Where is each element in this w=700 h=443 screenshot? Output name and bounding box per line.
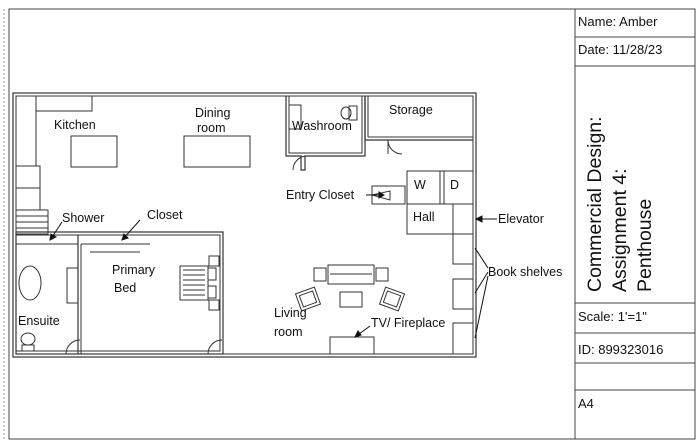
label-primary-1: Primary xyxy=(112,263,156,277)
dining-table xyxy=(183,135,251,168)
storage-door-swing xyxy=(387,139,403,155)
title-block-name: Name: Amber xyxy=(578,14,658,29)
kitchen-counter-top xyxy=(35,95,93,112)
label-washroom: Washroom xyxy=(292,119,352,133)
armchair-right xyxy=(378,286,406,312)
ensuite-toilet-icon xyxy=(20,332,36,352)
armchair-left xyxy=(294,286,322,312)
sofa xyxy=(327,264,375,285)
title-block-id: ID: 899323016 xyxy=(578,342,664,357)
title-line-1: Commercial Design: xyxy=(584,116,606,292)
bed-icon xyxy=(179,255,220,311)
sheet-border xyxy=(8,8,696,440)
stairs xyxy=(15,188,49,235)
label-hall: Hall xyxy=(413,210,435,224)
title-block-sheet-size: A4 xyxy=(578,396,594,411)
side-table-right xyxy=(375,267,389,282)
book-shelf-2 xyxy=(452,278,474,310)
ensuite-vanity xyxy=(66,267,79,304)
label-dining-2: room xyxy=(197,121,225,135)
storage-walls xyxy=(364,96,473,141)
book-shelf-1 xyxy=(452,233,474,265)
title-block-date: Date: 11/28/23 xyxy=(578,42,663,57)
label-kitchen: Kitchen xyxy=(54,118,96,132)
exterior-wall-outer xyxy=(12,92,477,358)
ensuite-door-swing xyxy=(65,339,81,355)
label-washer: W xyxy=(414,178,426,192)
coffee-table xyxy=(339,291,363,308)
label-living-1: Living xyxy=(274,306,307,320)
book-shelf-3 xyxy=(452,322,474,355)
toilet-icon xyxy=(340,105,358,121)
bedroom-door-swing xyxy=(207,339,223,355)
title-line-2: Assignment 4: xyxy=(609,168,631,292)
label-primary-2: Bed xyxy=(114,281,136,295)
label-entry-closet: Entry Closet xyxy=(286,188,355,202)
kitchen-island xyxy=(70,135,118,168)
label-shower: Shower xyxy=(62,211,104,225)
label-living-2: room xyxy=(274,325,302,339)
title-line-3: Penthouse xyxy=(634,199,656,292)
annotation-leaders xyxy=(49,191,497,339)
bedroom-walls-inner xyxy=(15,234,221,352)
elevator-box xyxy=(452,203,474,235)
side-table-left xyxy=(313,267,327,282)
label-dining-1: Dining xyxy=(195,106,230,120)
label-book-shelves: Book shelves xyxy=(488,265,562,279)
bathtub xyxy=(18,265,42,301)
label-storage: Storage xyxy=(389,103,433,117)
title-block-title: Commercial Design: Assignment 4: Penthou… xyxy=(584,116,656,292)
washroom-counter xyxy=(288,104,302,130)
washroom-door-swing xyxy=(292,155,308,171)
title-block-scale: Scale: 1'=1" xyxy=(578,309,647,324)
label-elevator: Elevator xyxy=(498,212,544,226)
label-closet: Closet xyxy=(147,208,183,222)
label-tv-fireplace: TV/ Fireplace xyxy=(371,316,445,330)
washroom-walls xyxy=(285,96,366,171)
stair-box xyxy=(15,165,41,189)
label-ensuite: Ensuite xyxy=(18,314,60,328)
label-dryer: D xyxy=(450,178,459,192)
tv-fireplace-unit xyxy=(329,336,375,355)
kitchen-counter-side xyxy=(15,95,37,167)
